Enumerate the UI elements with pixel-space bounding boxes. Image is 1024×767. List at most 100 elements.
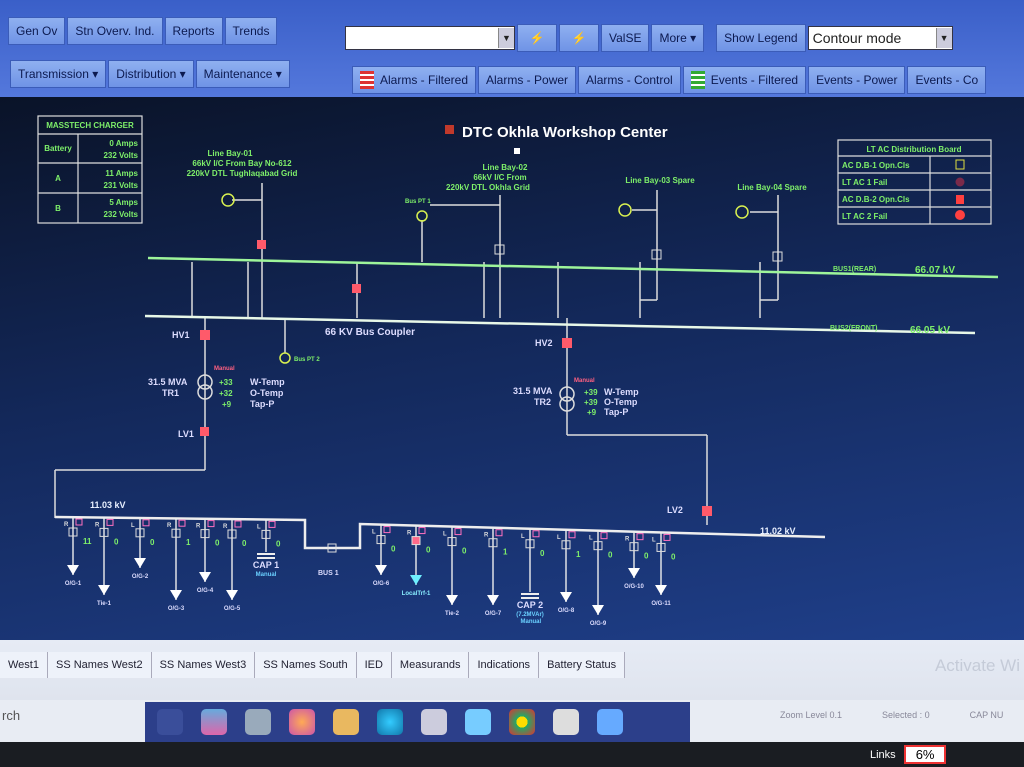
task-view-icon[interactable] <box>157 709 183 735</box>
bus2-kv: 66.05 kV <box>910 325 950 336</box>
load-arrow-icon <box>98 585 110 595</box>
events-power-button[interactable]: Events - Power <box>808 66 906 94</box>
feeder-o-g-3[interactable]: R1O/G-3 <box>167 519 191 612</box>
feeder-o-g-10[interactable]: R0O/G-10 <box>624 532 649 590</box>
tab-ss-names-west2[interactable]: SS Names West2 <box>47 652 152 678</box>
tab-measurands[interactable]: Measurands <box>391 652 470 678</box>
feeder-breaker[interactable] <box>629 542 639 552</box>
show-legend-button[interactable]: Show Legend <box>716 24 806 52</box>
app-icon[interactable] <box>465 709 491 735</box>
trends-button[interactable]: Trends <box>224 17 278 45</box>
feeder-o-g-9[interactable]: L0O/G-9 <box>589 531 613 627</box>
breaker-bay4[interactable] <box>772 251 783 262</box>
events-filtered-button[interactable]: Events - Filtered <box>682 66 807 94</box>
ltac-row: LT AC 1 Fail <box>842 178 887 187</box>
feeder-breaker[interactable] <box>171 528 181 538</box>
tr2-mode: Manual <box>574 378 595 384</box>
feeder-breaker[interactable] <box>411 536 421 546</box>
breaker-bus-coupler[interactable] <box>352 284 361 293</box>
file-explorer-icon[interactable] <box>333 709 359 735</box>
feeder-breaker[interactable] <box>561 540 571 550</box>
tab-battery-status[interactable]: Battery Status <box>539 652 626 678</box>
alarms-power-button[interactable]: Alarms - Power <box>478 66 577 94</box>
alarms-control-button[interactable]: Alarms - Control <box>578 66 681 94</box>
valse-button[interactable]: ValSE <box>601 24 650 52</box>
feeder-o-g-4[interactable]: R0O/G-4 <box>196 519 220 594</box>
feeder-status-box <box>178 519 186 527</box>
tab-indications[interactable]: Indications <box>469 652 540 678</box>
feeder-breaker[interactable] <box>376 535 386 545</box>
breaker-hv2[interactable] <box>562 338 572 348</box>
copilot-icon[interactable] <box>201 709 227 735</box>
scada-app-icon[interactable] <box>597 709 623 735</box>
lv2-label: LV2 <box>667 505 683 515</box>
search-box[interactable]: rch <box>2 708 21 723</box>
edge-icon[interactable] <box>377 709 403 735</box>
distribution-menu[interactable]: Distribution ▾ <box>108 60 194 88</box>
breaker-bay1[interactable] <box>257 240 266 249</box>
feeder-breaker[interactable] <box>656 542 666 552</box>
feeder-o-g-11[interactable]: L0O/G-11 <box>651 533 676 607</box>
tool-b-icon[interactable]: ⚡ <box>559 24 599 52</box>
breaker-lv1[interactable] <box>200 427 209 436</box>
tab-west1[interactable]: West1 <box>0 652 48 678</box>
feeder-o-g-2[interactable]: L0O/G-2 <box>131 518 155 580</box>
firefox-icon[interactable] <box>289 709 315 735</box>
breaker-hv1[interactable] <box>200 330 210 340</box>
o-temp-label: O-Temp <box>250 388 284 398</box>
bay1-label: 220kV DTL Tughlaqabad Grid <box>187 169 298 178</box>
app-icon[interactable] <box>553 709 579 735</box>
widgets-icon[interactable] <box>245 709 271 735</box>
feeder-breaker[interactable] <box>593 541 603 551</box>
label: Alarms - Filtered <box>380 73 469 87</box>
tab-ied[interactable]: IED <box>356 652 392 678</box>
mode-select[interactable]: Contour mode▼ <box>807 26 953 50</box>
load-arrow-icon <box>134 558 146 568</box>
feeder-o-g-6[interactable]: L0O/G-6 <box>372 525 396 587</box>
feeder-breaker[interactable] <box>447 537 457 547</box>
app-icon[interactable] <box>421 709 447 735</box>
stn-overview-button[interactable]: Stn Overv. Ind. <box>67 17 163 45</box>
transmission-menu[interactable]: Transmission ▾ <box>10 60 107 88</box>
feeder-breaker[interactable] <box>135 528 145 538</box>
feeder-breaker[interactable] <box>227 529 237 539</box>
breaker-bay3[interactable] <box>651 249 662 260</box>
bus-section-breaker[interactable] <box>327 543 337 553</box>
feeder-breaker[interactable] <box>99 527 109 537</box>
tab-ss-names-west3[interactable]: SS Names West3 <box>151 652 256 678</box>
feeder-o-g-5[interactable]: R0O/G-5 <box>223 520 247 612</box>
tool-a-icon[interactable]: ⚡ <box>517 24 557 52</box>
feeder-breaker[interactable] <box>525 539 535 549</box>
charger-row-label: Battery <box>44 144 72 153</box>
lv-right-kv: 11.02 kV <box>760 526 796 536</box>
feeder-breaker[interactable] <box>488 538 498 548</box>
feeder-breaker[interactable] <box>68 527 78 537</box>
breaker-lv2[interactable] <box>702 506 712 516</box>
bus-pt1-label: Bus PT 1 <box>405 199 431 205</box>
chrome-icon[interactable] <box>509 709 535 735</box>
ct-icon <box>618 203 632 217</box>
alarms-filtered-button[interactable]: Alarms - Filtered <box>352 66 477 94</box>
more-button[interactable]: More ▾ <box>651 24 705 52</box>
gen-ov-button[interactable]: Gen Ov <box>8 17 66 45</box>
o-temp-label: O-Temp <box>604 397 638 407</box>
feeder-o-g-7[interactable]: R1O/G-7 <box>484 528 508 617</box>
bus1-kv: 66.07 kV <box>915 265 955 276</box>
tab-ss-names-south[interactable]: SS Names South <box>255 652 357 678</box>
feeder-mode: L <box>557 535 561 541</box>
feeder-breaker[interactable] <box>261 529 271 539</box>
feeder-o-g-8[interactable]: L1O/G-8 <box>557 530 581 614</box>
feeder-breaker[interactable] <box>200 529 210 539</box>
events-control-button[interactable]: Events - Co <box>907 66 987 94</box>
station-select[interactable]: ▼ <box>345 26 515 50</box>
maintenance-menu[interactable]: Maintenance ▾ <box>195 60 290 88</box>
tr2-o-temp: +39 <box>584 398 598 407</box>
breaker-bay2[interactable] <box>494 244 505 255</box>
reports-button[interactable]: Reports <box>164 17 223 45</box>
